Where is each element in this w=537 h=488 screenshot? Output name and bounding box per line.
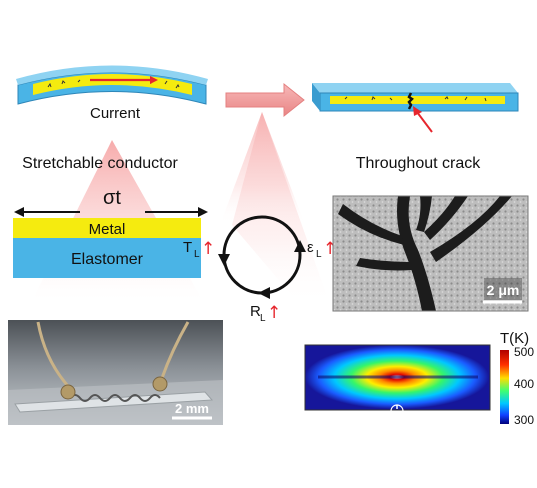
stretchable-conductor-label: Stretchable conductor (22, 155, 178, 172)
cracked-conductor (312, 83, 519, 133)
colorbar-tick-mid: 400 (514, 377, 534, 391)
throughout-crack-label: Throughout crack (356, 155, 482, 172)
wire-right (160, 321, 190, 379)
resistance-rise: R L ↑ (250, 303, 281, 324)
colorbar-tick-high: 500 (514, 345, 534, 359)
resistance-subscript: L (260, 313, 266, 324)
metal-layer (13, 218, 201, 238)
crack-pointer-arrow (413, 106, 433, 133)
colorbar-unit: T(K) (500, 330, 529, 347)
crack-branches (338, 196, 512, 311)
temperature-subscript: L (194, 249, 200, 260)
colorbar: T(K) 500 400 300 (500, 330, 534, 427)
current-arrow (90, 76, 158, 84)
device-photo: 2 mm (8, 320, 223, 425)
probe-marker-icon (390, 404, 404, 418)
photo-scale-label: 2 mm (175, 401, 209, 416)
through-crack (407, 92, 414, 110)
elastomer-layer (13, 238, 201, 278)
serpentine-conductor (69, 394, 161, 402)
up-arrow-icon: ↑ (267, 303, 281, 323)
strain-symbol: ε (307, 239, 314, 256)
elastomer-label: Elastomer (71, 251, 144, 268)
zoom-beam-right (232, 112, 330, 305)
temperature-rise: T L ↑ (183, 239, 215, 260)
glass-substrate (14, 391, 214, 413)
thermal-map (304, 344, 491, 418)
sem-image: 2 μm (332, 195, 529, 312)
stress-symbol: σt (103, 187, 121, 209)
arrow-right-icon (225, 82, 305, 118)
up-arrow-icon: ↑ (201, 239, 215, 259)
sem-scale-label: 2 μm (487, 282, 520, 298)
layer-cross-section: σt Metal Elastomer (13, 187, 208, 278)
feedback-loop-icon (218, 215, 306, 299)
temperature-symbol: T (183, 239, 192, 256)
colorbar-tick-low: 300 (514, 413, 534, 427)
wire-left (36, 321, 70, 387)
resistance-symbol: R (250, 303, 261, 320)
strain-subscript: L (316, 249, 322, 260)
metal-label: Metal (89, 221, 126, 238)
bent-conductor: Current (16, 65, 208, 122)
solder-right (152, 376, 168, 392)
solder-left (60, 384, 76, 400)
current-label: Current (90, 105, 141, 122)
